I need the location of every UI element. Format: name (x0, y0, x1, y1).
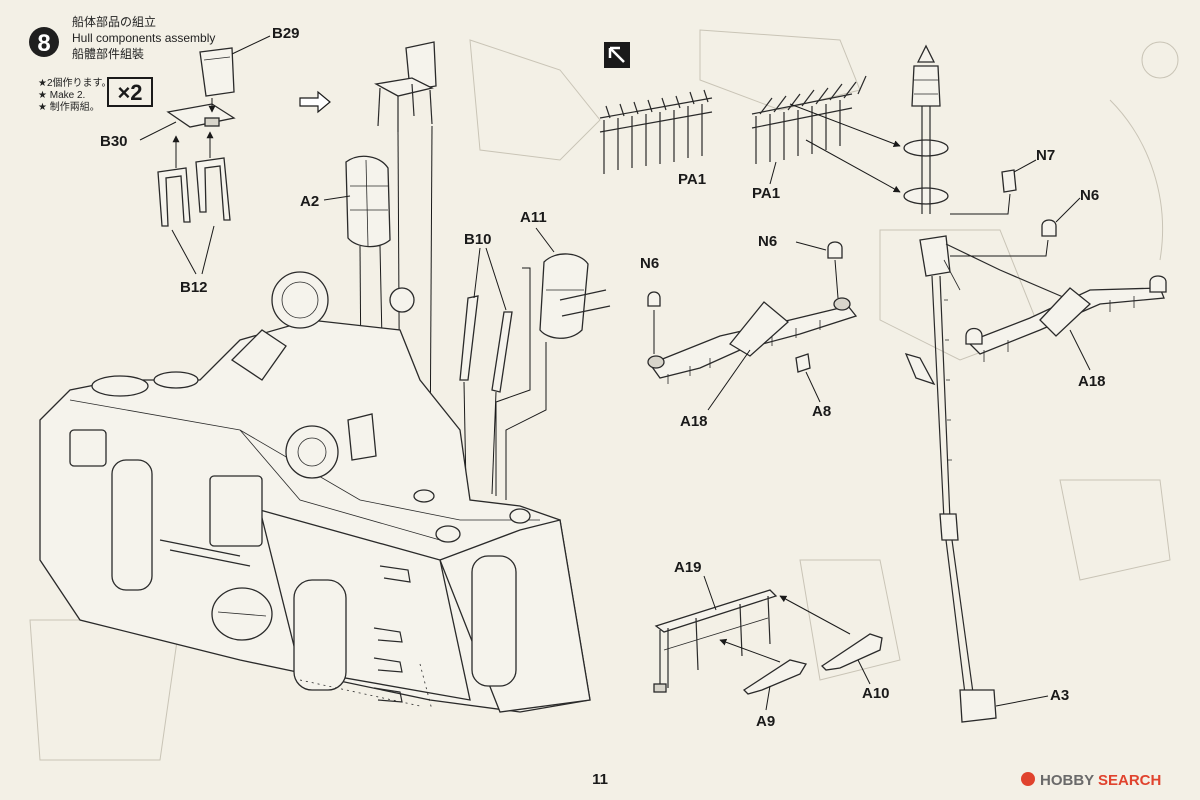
yard-arm-a18-left (647, 297, 858, 384)
label-a11: A11 (520, 209, 547, 226)
hull-superstructure (39, 271, 591, 713)
label-a8: A8 (812, 403, 831, 420)
watermark: HOBBY SEARCH (1021, 772, 1161, 789)
label-pa1-left: PA1 (678, 171, 706, 188)
lamps-n6-left (647, 241, 843, 354)
lamps-right (950, 169, 1057, 257)
yard-arm-a18-right (965, 275, 1167, 362)
label-b10: B10 (464, 231, 492, 248)
label-a9: A9 (756, 713, 775, 730)
page-number: 11 (592, 771, 608, 788)
step-number: 8 (37, 30, 50, 57)
label-a18-right: A18 (1078, 373, 1106, 390)
label-a3: A3 (1050, 687, 1069, 704)
step-title-zh: 船體部件組裝 (72, 46, 144, 61)
watermark-brand: HOBBY (1040, 772, 1094, 789)
watermark-logo-icon (1021, 772, 1035, 786)
lifebuoy (285, 425, 339, 479)
railing-pa1-left (599, 89, 713, 174)
chair-exploded (157, 47, 236, 227)
part-labels: B29 B30 B12 A2 B10 A11 PA1 PA1 N6 N6 N7 … (100, 25, 1106, 730)
label-b29: B29 (272, 25, 300, 42)
note-line-en: ★ Make 2. (38, 90, 85, 101)
chair-leg-right (195, 157, 231, 221)
chair-leg-left (157, 167, 191, 227)
label-a18-left: A18 (680, 413, 708, 430)
searchlight-big (271, 271, 329, 329)
multiplier-box (107, 77, 153, 107)
mast (903, 44, 1071, 723)
assembly-arrow (299, 90, 331, 114)
label-pa1-right: PA1 (752, 185, 780, 202)
make-two-note: ★2個作ります。 ★ Make 2. ★ 制作兩組。 ×2 (38, 76, 153, 113)
step-header: 8 船体部品の組立 Hull components assembly 船體部件組… (29, 14, 215, 61)
label-a19: A19 (674, 559, 702, 576)
hull-door-left (111, 459, 153, 591)
label-b12: B12 (180, 279, 208, 296)
railing-a19 (653, 589, 778, 693)
chair-back-part (199, 47, 235, 97)
part-n7 (1001, 169, 1017, 193)
cage-a11 (495, 253, 611, 500)
chair-assembled (374, 41, 437, 132)
label-n6-mid: N6 (758, 233, 777, 250)
label-a2: A2 (300, 193, 319, 210)
multiplier: ×2 (117, 80, 142, 105)
label-n6-right: N6 (1080, 187, 1099, 204)
hull-door-front (293, 579, 347, 691)
label-b30: B30 (100, 133, 128, 150)
note-line-zh: ★ 制作兩組。 (38, 100, 100, 113)
part-n6-right (1041, 219, 1057, 237)
label-n7: N7 (1036, 147, 1055, 164)
watermark-search: SEARCH (1098, 772, 1161, 789)
railing-pa1-right (751, 75, 901, 193)
label-n6-left: N6 (640, 255, 659, 272)
step-title-en: Hull components assembly (72, 31, 215, 45)
chair-seat-part (166, 103, 236, 128)
hull-door-right (471, 555, 517, 687)
rail-a10 (779, 595, 883, 671)
note-line-ja: ★2個作ります。 (38, 76, 112, 89)
step-number-badge (29, 27, 59, 57)
step-title-ja: 船体部品の組立 (72, 14, 156, 29)
part-a8 (795, 353, 811, 373)
corner-icon (604, 42, 630, 68)
searchlight-small (389, 287, 415, 313)
rail-a9 (719, 638, 808, 695)
label-a10: A10 (862, 685, 890, 702)
rods-b10 (459, 295, 513, 393)
